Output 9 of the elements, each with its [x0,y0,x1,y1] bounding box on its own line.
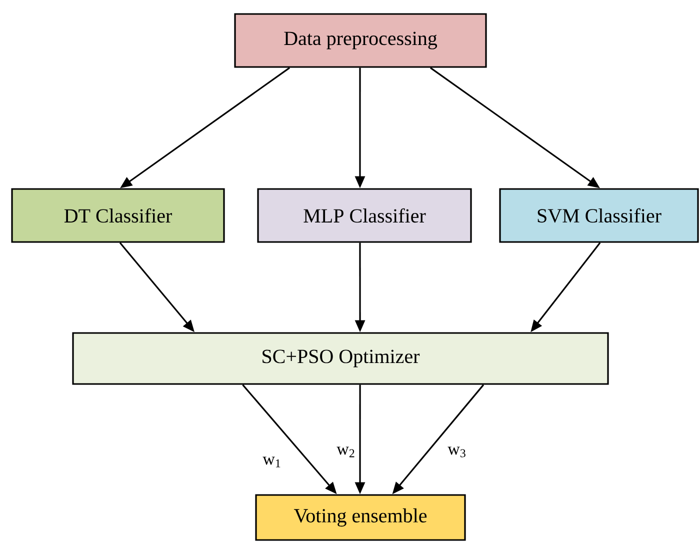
edge-label: w$_{2}$ [336,446,354,458]
process-box: Data preprocessing [234,13,487,68]
process-box: SC+PSO Optimizer [72,332,609,385]
edge-label: w$_{3}$ [448,446,466,458]
process-box: DT Classifier [11,188,225,243]
process-box: Voting ensemble [255,494,466,541]
process-box: SVM Classifier [499,188,699,243]
edge-label: w$_{1}$ [262,456,280,468]
process-box: MLP Classifier [257,188,472,243]
